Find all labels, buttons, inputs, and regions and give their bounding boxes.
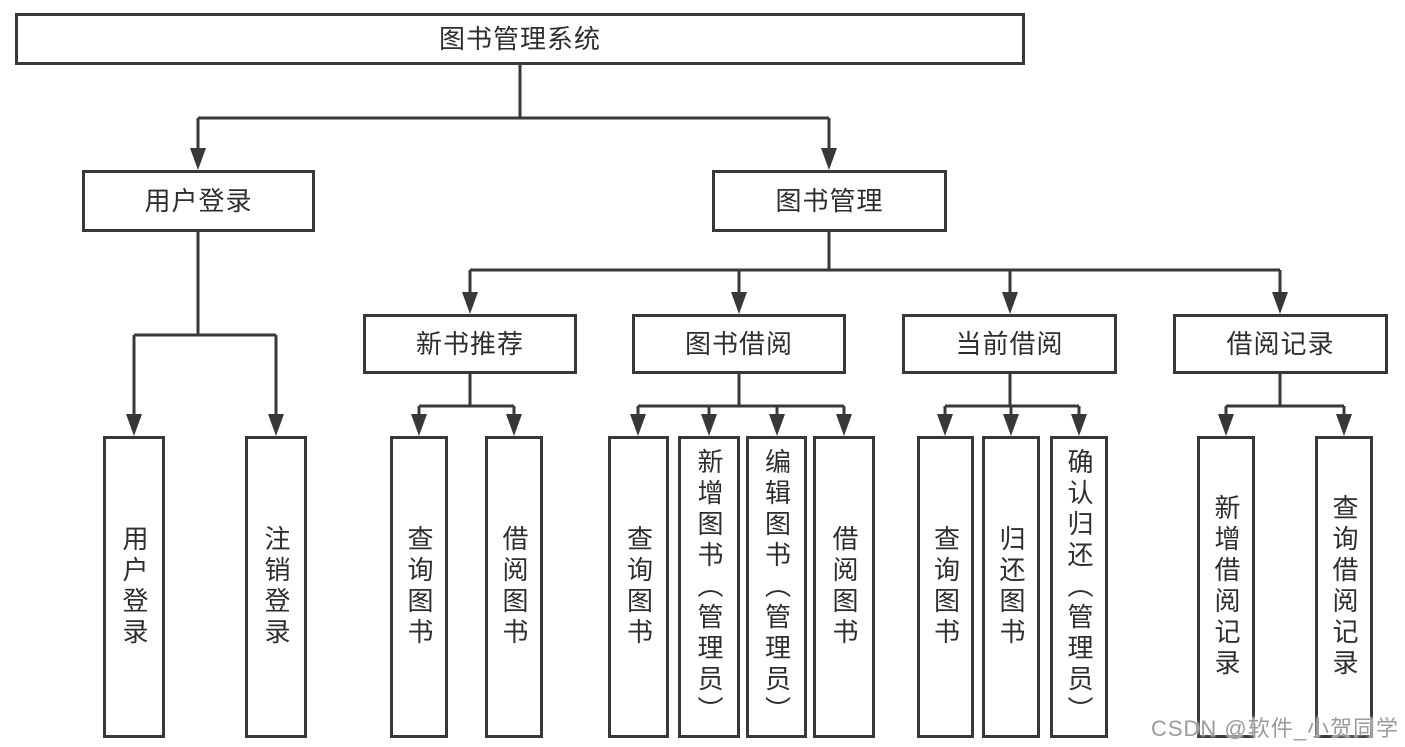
leaf-borrow-add-books-admin: 新增图书（管理员） [678, 436, 740, 738]
watermark: CSDN @软件_小贺同学 [1150, 716, 1399, 741]
arrowhead-icon [836, 414, 852, 436]
connector-current-borrow [943, 374, 1081, 416]
connector-root [196, 65, 831, 150]
leaf-newbook-borrow-books: 借阅图书 [485, 436, 543, 738]
arrowhead-icon [190, 148, 206, 170]
arrowhead-icon [1071, 414, 1087, 436]
arrowhead-icon [937, 414, 953, 436]
leaf-borrow-query-books: 查询图书 [608, 436, 669, 738]
arrowhead-icon [268, 414, 284, 436]
leaf-current-confirm-return-admin: 确认归还（管理员） [1050, 436, 1108, 738]
arrowhead-icon [1218, 414, 1234, 436]
arrowhead-icon [731, 292, 747, 314]
leaf-records-query-record: 查询借阅记录 [1315, 436, 1373, 738]
leaf-newbook-query-books: 查询图书 [390, 436, 448, 738]
arrowhead-icon [769, 414, 785, 436]
connector-borrow-records [1224, 374, 1346, 416]
connector-user-login [132, 232, 278, 416]
arrowhead-icon [126, 414, 142, 436]
leaf-current-query-books: 查询图书 [917, 436, 974, 738]
arrowhead-icon [1336, 414, 1352, 436]
leaf-borrow-borrow-books: 借阅图书 [813, 436, 875, 738]
leaf-logout: 注销登录 [245, 436, 307, 738]
arrowhead-icon [1272, 292, 1288, 314]
connector-new-book-recommend [417, 374, 516, 416]
node-book-management: 图书管理 [712, 170, 947, 232]
node-book-borrow: 图书借阅 [632, 314, 846, 374]
leaf-current-return-books: 归还图书 [982, 436, 1040, 738]
node-borrow-records: 借阅记录 [1173, 314, 1388, 374]
arrowhead-icon [1002, 292, 1018, 314]
connector-book-borrow [636, 374, 846, 416]
connector-book-management [468, 232, 1282, 294]
node-root: 图书管理系统 [15, 13, 1025, 65]
arrowhead-icon [411, 414, 427, 436]
leaf-borrow-edit-books-admin: 编辑图书（管理员） [746, 436, 807, 738]
arrowhead-icon [1003, 414, 1019, 436]
node-current-borrow: 当前借阅 [902, 314, 1117, 374]
arrowhead-icon [821, 148, 837, 170]
arrowhead-icon [701, 414, 717, 436]
leaf-user-login: 用户登录 [103, 436, 165, 738]
leaf-records-add-record: 新增借阅记录 [1197, 436, 1255, 738]
arrowhead-icon [462, 292, 478, 314]
node-user-login: 用户登录 [82, 170, 315, 232]
node-new-book-recommend: 新书推荐 [363, 314, 577, 374]
arrowhead-icon [506, 414, 522, 436]
arrowhead-icon [630, 414, 646, 436]
